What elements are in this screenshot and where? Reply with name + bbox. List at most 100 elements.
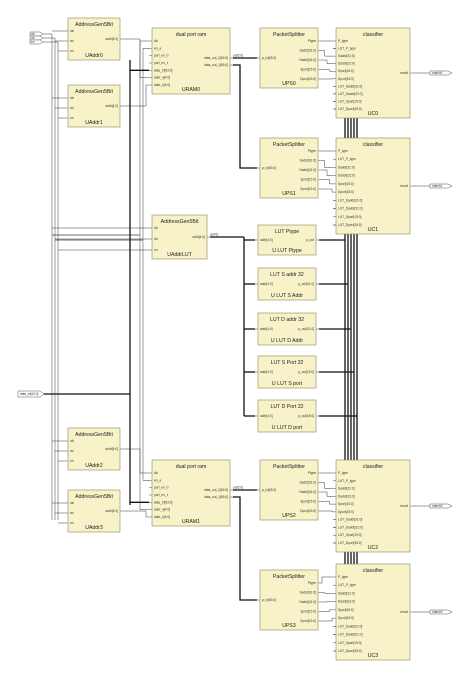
output-port-label: Ptype xyxy=(308,581,316,585)
input-port-label: LUT_Saddr[31:0] xyxy=(338,518,362,522)
input-port-label: P_type xyxy=(338,575,348,579)
splitter-title: PacketSplitter xyxy=(273,464,305,470)
input-port-label: addr_b[4:0] xyxy=(154,515,170,519)
input-port-label: LUT_P_type xyxy=(338,47,356,51)
splitter-body xyxy=(259,27,319,89)
output-port-label: p_out[15:0] xyxy=(298,370,314,374)
splitter-block-ps2[interactable]: PacketSplitterUPS2p_in[63:0]PtypeSaddr[3… xyxy=(257,459,321,521)
classifier-block-c2[interactable]: classifierUC2P_typeLUT_P_typeSaddr[31:0]… xyxy=(333,459,413,553)
output-port-label: data_out_0[63:0] xyxy=(204,488,228,492)
output-port-0[interactable]: match0 xyxy=(429,70,453,76)
input-port-label: clk xyxy=(70,29,74,33)
input-port-label: clk xyxy=(70,501,74,505)
top-input-clk[interactable]: clk xyxy=(29,31,44,37)
input-port-label: en xyxy=(70,521,74,525)
splitter-block-ps3[interactable]: PacketSplitterUPS3p_in[63:0]PtypeSaddr[3… xyxy=(257,569,321,631)
input-port-label: rst xyxy=(154,237,158,241)
input-port-label: Sport[15:0] xyxy=(338,182,354,186)
input-port-label: Saddr[31:0] xyxy=(338,591,355,595)
input-port-label: LUT_Dport[15:0] xyxy=(338,107,362,111)
input-port-label: en xyxy=(31,40,35,44)
input-port-label: addr[4:0] xyxy=(260,238,273,242)
input-port-label: Dport[15:0] xyxy=(338,616,354,620)
input-port-label: p_in[63:0] xyxy=(262,166,276,170)
classifier-block-c0[interactable]: classifierUC0P_typeLUT_P_typeSaddr[31:0]… xyxy=(333,27,413,119)
output-port-label: result xyxy=(400,184,408,188)
input-port-label: data_in[63:0] xyxy=(154,68,173,72)
input-port-label: en_a xyxy=(154,478,161,482)
lut-instance-name: U LUT D Addr xyxy=(271,338,303,344)
input-port-label: LUT_Daddr[31:0] xyxy=(338,92,363,96)
input-port-marker xyxy=(29,39,44,45)
ram-block-ram0[interactable]: dual port ramURAM0clken_aport_en_0port_e… xyxy=(149,27,233,95)
field-wire xyxy=(321,160,333,168)
input-port-label: clk xyxy=(70,96,74,100)
splitter-body xyxy=(259,459,319,521)
input-port-label: Sport[15:0] xyxy=(338,608,354,612)
splitter-body xyxy=(259,569,319,631)
input-port-label: addr[4:0] xyxy=(260,370,273,374)
data-in-port[interactable]: data_in[63:0] xyxy=(17,390,45,398)
wire xyxy=(55,48,149,241)
wire xyxy=(55,239,149,481)
classifier-instance-name: UC1 xyxy=(368,227,378,233)
ram-block-ram1[interactable]: dual port ramURAM1clken_aport_en_0port_e… xyxy=(149,459,233,527)
lut-title: LUT S Port 32 xyxy=(271,360,304,366)
splitter-instance-name: UPS0 xyxy=(282,81,296,87)
output-port-label: Dport[15:0] xyxy=(300,619,316,623)
classifier-body xyxy=(335,137,411,235)
classifier-instance-name: UC3 xyxy=(368,653,378,659)
classifier-block-c1[interactable]: classifierUC1P_typeLUT_P_typeSaddr[31:0]… xyxy=(333,137,413,235)
splitter-block-ps1[interactable]: PacketSplitterUPS1p_in[63:0]PtypeSaddr[3… xyxy=(257,137,321,199)
top-input-en[interactable]: en xyxy=(29,39,44,45)
output-port-label: addr[4:0] xyxy=(192,235,205,239)
output-port-label: match3 xyxy=(432,610,443,614)
input-port-label: clk xyxy=(154,471,158,475)
output-port-label: Daddr[31:0] xyxy=(299,168,316,172)
lut-block-lut_saddr[interactable]: LUT S addr 32U LUT S Addraddr[4:0]p_out[… xyxy=(255,267,319,301)
classifier-block-c3[interactable]: classifierUC3P_typeLUT_P_typeSaddr[31:0]… xyxy=(333,563,413,661)
lut-body xyxy=(257,399,317,433)
input-port-label: addr_a[4:0] xyxy=(154,76,170,80)
input-port-label: LUT_Daddr[31:0] xyxy=(338,207,363,211)
input-port-label: LUT_Sport[15:0] xyxy=(338,533,362,537)
field-wire xyxy=(321,617,333,622)
output-port-3[interactable]: match3 xyxy=(429,609,453,615)
top-input-rst[interactable]: rst xyxy=(29,35,44,41)
input-port-label: LUT_Sport[15:0] xyxy=(338,641,362,645)
output-port-label: Saddr[31:0] xyxy=(300,49,317,53)
input-port-label: Daddr[31:0] xyxy=(338,62,355,66)
classifier-body xyxy=(335,27,411,119)
input-port-label: p_in[63:0] xyxy=(262,56,276,60)
input-port-label: LUT_Daddr[31:0] xyxy=(338,633,363,637)
output-port-1[interactable]: match1 xyxy=(429,183,453,189)
field-wire xyxy=(321,188,333,193)
lut-block-lut_dport[interactable]: LUT D Port 32U LUT D portaddr[4:0]p_out[… xyxy=(255,399,319,433)
output-port-marker xyxy=(429,609,453,615)
lut-block-lut_sport[interactable]: LUT S Port 32U LUT S portaddr[4:0]p_out[… xyxy=(255,355,319,389)
lut-block-lut_daddr[interactable]: LUT D addr 32U LUT D Addraddr[4:0]p_out[… xyxy=(255,312,319,346)
output-port-label: Sport[15:0] xyxy=(300,178,316,182)
field-wire xyxy=(321,501,333,505)
input-port-label: Dport[15:0] xyxy=(338,190,354,194)
output-port-label: addr[4:0] xyxy=(105,104,118,108)
lut-instance-name: U LUT Ptype xyxy=(272,248,302,254)
addrgen-body xyxy=(67,17,121,61)
output-port-2[interactable]: match2 xyxy=(429,503,453,509)
output-port-label: addr[4:0] xyxy=(105,37,118,41)
addrgen-instance-name: UAddr1 xyxy=(85,120,103,126)
field-wire xyxy=(321,482,333,489)
input-port-label: Dport[15:0] xyxy=(338,510,354,514)
splitter-block-ps0[interactable]: PacketSplitterUPS0p_in[63:0]PtypeSaddr[3… xyxy=(257,27,321,89)
field-wire xyxy=(321,510,333,513)
packet-bus xyxy=(233,496,257,601)
output-port-marker xyxy=(429,183,453,189)
classifier-title: classifier xyxy=(363,568,383,574)
